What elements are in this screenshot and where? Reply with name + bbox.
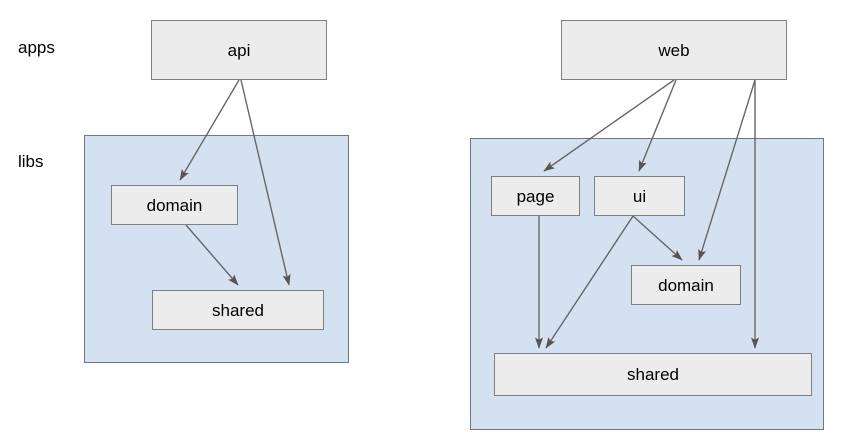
node-web[interactable]: web <box>561 20 787 80</box>
row-label-apps: apps <box>18 38 55 57</box>
node-shared-left[interactable]: shared <box>152 290 324 330</box>
node-shared-right[interactable]: shared <box>494 353 812 396</box>
node-ui[interactable]: ui <box>594 176 685 216</box>
node-api[interactable]: api <box>151 20 327 80</box>
row-label-libs: libs <box>18 152 44 171</box>
node-domain-left[interactable]: domain <box>111 185 238 225</box>
node-domain-right[interactable]: domain <box>631 265 741 305</box>
node-page[interactable]: page <box>491 176 580 216</box>
